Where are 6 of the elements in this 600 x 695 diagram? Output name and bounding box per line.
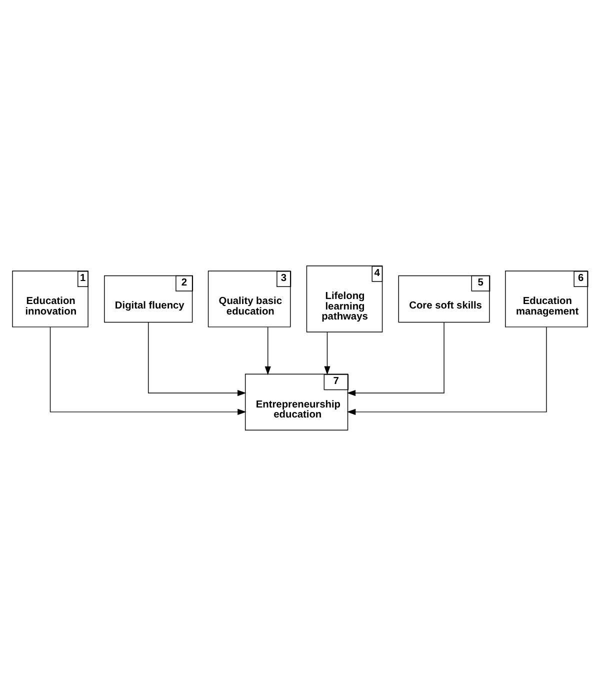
arrow <box>264 326 271 375</box>
arrow <box>346 326 547 414</box>
arrow <box>148 321 246 396</box>
arrow <box>50 326 246 414</box>
arrow <box>346 321 444 396</box>
arrow <box>324 331 330 374</box>
